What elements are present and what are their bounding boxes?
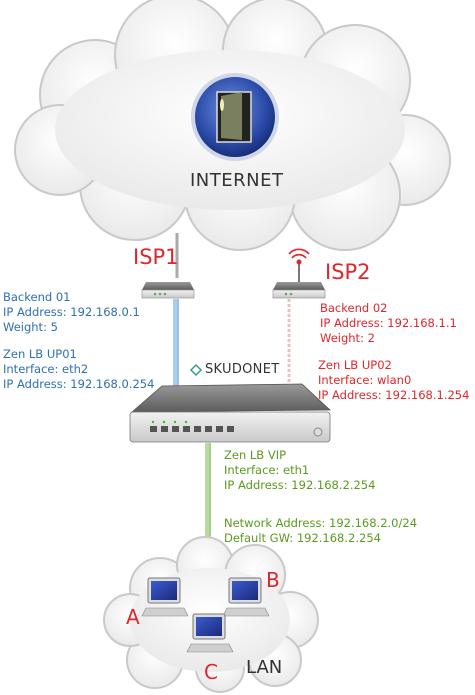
skudonet-logo-icon	[190, 364, 202, 376]
vip-title: Zen LB VIP	[224, 448, 287, 462]
up01-interface: Interface: eth2	[3, 362, 89, 376]
backend02-ip: IP Address: 192.168.1.1	[320, 316, 457, 330]
up01-ip: IP Address: 192.168.0.254	[3, 377, 155, 391]
isp1-label: ISP1	[133, 245, 179, 269]
client-pc-a-icon	[141, 577, 189, 617]
lan-label: LAN	[246, 657, 283, 678]
up02-ip: IP Address: 192.168.1.254	[318, 388, 470, 402]
backend02-weight: Weight: 2	[320, 331, 375, 345]
vip-ip: IP Address: 192.168.2.254	[224, 478, 376, 492]
up01-block: Zen LB UP01 Interface: eth2 IP Address: …	[3, 347, 154, 392]
isp2-label: ISP2	[325, 260, 371, 284]
backend01-ip: IP Address: 192.168.0.1	[3, 305, 140, 319]
backend02-block: Backend 02 IP Address: 192.168.1.1 Weigh…	[320, 301, 457, 346]
up01-title: Zen LB UP01	[3, 347, 77, 361]
network-block: Network Address: 192.168.2.0/24 Default …	[224, 516, 417, 546]
client-pc-c-icon	[186, 613, 234, 653]
client-c-label: C	[204, 660, 218, 684]
client-b-label: B	[266, 568, 280, 592]
isp1-modem-icon	[141, 282, 195, 299]
backend02-title: Backend 02	[320, 301, 388, 315]
backend01-title: Backend 01	[3, 290, 71, 304]
up02-title: Zen LB UP02	[318, 358, 392, 372]
client-pc-b-icon	[222, 577, 270, 617]
load-balancer-appliance	[129, 383, 332, 443]
up02-interface: Interface: wlan0	[318, 373, 412, 387]
brand-name: SKUDONET	[205, 362, 280, 377]
backend01-block: Backend 01 IP Address: 192.168.0.1 Weigh…	[3, 290, 140, 335]
up02-block: Zen LB UP02 Interface: wlan0 IP Address:…	[318, 358, 469, 403]
default-gateway: Default GW: 192.168.2.254	[224, 531, 381, 545]
vip-block: Zen LB VIP Interface: eth1 IP Address: 1…	[224, 448, 375, 493]
network-address: Network Address: 192.168.2.0/24	[224, 516, 418, 530]
internet-label: INTERNET	[190, 170, 284, 191]
client-a-label: A	[126, 605, 140, 629]
internet-globe-icon	[191, 73, 279, 161]
vip-interface: Interface: eth1	[224, 463, 310, 477]
isp2-wireless-modem-icon	[272, 248, 326, 299]
backend01-weight: Weight: 5	[3, 320, 58, 334]
